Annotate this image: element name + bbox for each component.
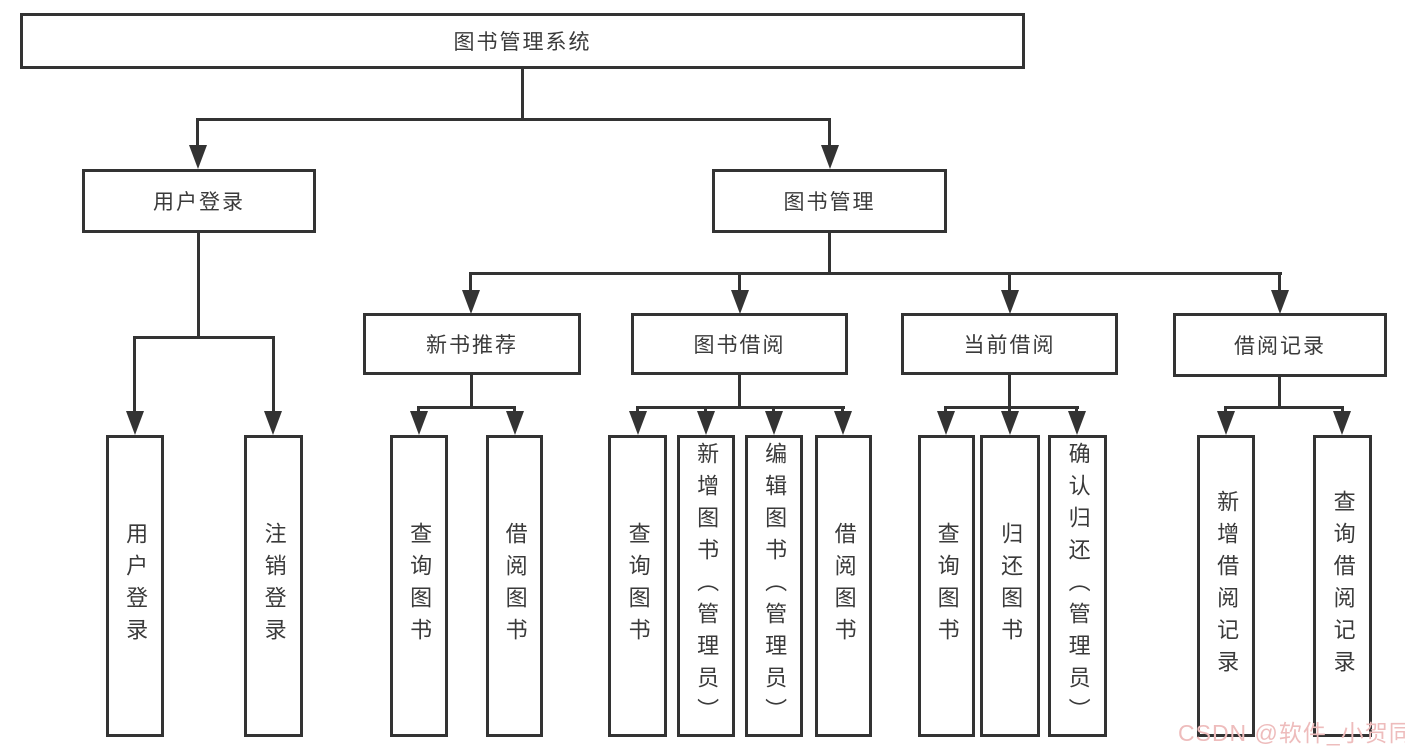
arrow-down-icon bbox=[821, 145, 839, 169]
connector-line bbox=[417, 406, 420, 414]
node-label: 确认归还（管理员） bbox=[1065, 442, 1091, 730]
node-leaf-edit-books-admin: 编辑图书（管理员） bbox=[745, 435, 803, 737]
node-label: 用户登录 bbox=[153, 191, 245, 214]
connector-line bbox=[1008, 406, 1011, 414]
node-leaf-borrow-books: 借阅图书 bbox=[815, 435, 872, 737]
arrow-down-icon bbox=[264, 411, 282, 435]
node-label: 用户登录 bbox=[123, 522, 149, 650]
node-label: 借阅图书 bbox=[502, 522, 528, 650]
node-label: 查询图书 bbox=[934, 522, 960, 650]
node-book-borrowing: 图书借阅 bbox=[631, 313, 848, 375]
arrow-down-icon bbox=[1001, 411, 1019, 435]
arrow-down-icon bbox=[765, 411, 783, 435]
node-leaf-return-books: 归还图书 bbox=[980, 435, 1040, 737]
node-leaf-query-books-current: 查询图书 bbox=[918, 435, 975, 737]
connector-line bbox=[417, 406, 516, 409]
node-leaf-confirm-return-admin: 确认归还（管理员） bbox=[1048, 435, 1107, 737]
node-leaf-query-books-recommend: 查询图书 bbox=[390, 435, 448, 737]
arrow-down-icon bbox=[629, 411, 647, 435]
arrow-down-icon bbox=[1271, 290, 1289, 314]
node-new-book-recommendation: 新书推荐 bbox=[363, 313, 581, 375]
connector-line bbox=[772, 406, 775, 414]
connector-line bbox=[1075, 406, 1078, 414]
node-label: 图书管理 bbox=[783, 191, 876, 214]
node-leaf-borrow-books-recommend: 借阅图书 bbox=[486, 435, 543, 737]
connector-line bbox=[469, 272, 1282, 275]
arrow-down-icon bbox=[506, 411, 524, 435]
connector-line bbox=[738, 375, 741, 406]
node-current-borrowing: 当前借阅 bbox=[901, 313, 1118, 375]
connector-line bbox=[828, 233, 831, 272]
connector-line bbox=[944, 406, 947, 414]
node-label: 归还图书 bbox=[998, 522, 1024, 650]
node-label: 新增图书（管理员） bbox=[694, 442, 720, 730]
node-label: 查询图书 bbox=[407, 522, 433, 650]
node-library-management-system: 图书管理系统 bbox=[20, 13, 1025, 69]
node-label: 图书管理系统 bbox=[453, 31, 592, 54]
connector-line bbox=[1278, 377, 1281, 406]
node-leaf-user-login: 用户登录 bbox=[106, 435, 164, 737]
connector-line bbox=[704, 406, 707, 414]
connector-line bbox=[513, 406, 516, 414]
arrow-down-icon bbox=[462, 290, 480, 314]
arrow-down-icon bbox=[834, 411, 852, 435]
connector-line bbox=[1341, 406, 1344, 414]
node-book-management-module: 图书管理 bbox=[712, 169, 947, 233]
node-leaf-logout: 注销登录 bbox=[244, 435, 303, 737]
connector-line bbox=[636, 406, 845, 409]
node-label: 注销登录 bbox=[261, 522, 287, 650]
node-leaf-add-books-admin: 新增图书（管理员） bbox=[677, 435, 735, 737]
connector-line bbox=[636, 406, 639, 414]
node-label: 新书推荐 bbox=[426, 334, 518, 357]
connector-line bbox=[1278, 272, 1281, 292]
connector-line bbox=[1008, 375, 1011, 406]
connector-line bbox=[1224, 406, 1227, 414]
arrow-down-icon bbox=[410, 411, 428, 435]
arrow-down-icon bbox=[937, 411, 955, 435]
node-user-login-module: 用户登录 bbox=[82, 169, 316, 233]
connector-line bbox=[133, 336, 275, 339]
connector-line bbox=[470, 375, 473, 406]
connector-line bbox=[1008, 272, 1011, 292]
node-leaf-query-borrow-record: 查询借阅记录 bbox=[1313, 435, 1372, 737]
node-label: 新增借阅记录 bbox=[1214, 490, 1240, 682]
arrow-down-icon bbox=[189, 145, 207, 169]
watermark: CSDN @软件_小贺同学 bbox=[1178, 720, 1405, 746]
connector-line bbox=[944, 406, 1079, 409]
node-label: 当前借阅 bbox=[963, 334, 1056, 357]
arrow-down-icon bbox=[1333, 411, 1351, 435]
connector-line bbox=[469, 272, 472, 292]
connector-line bbox=[197, 233, 200, 336]
connector-line bbox=[738, 272, 741, 292]
node-label: 查询图书 bbox=[625, 522, 651, 650]
connector-line bbox=[272, 336, 275, 413]
node-borrowing-records: 借阅记录 bbox=[1173, 313, 1387, 377]
arrow-down-icon bbox=[1001, 290, 1019, 314]
node-label: 图书借阅 bbox=[693, 334, 786, 357]
node-label: 借阅图书 bbox=[831, 522, 857, 650]
node-leaf-add-borrow-record: 新增借阅记录 bbox=[1197, 435, 1255, 737]
node-label: 查询借阅记录 bbox=[1330, 490, 1356, 682]
arrow-down-icon bbox=[1068, 411, 1086, 435]
node-label: 借阅记录 bbox=[1234, 335, 1326, 358]
arrow-down-icon bbox=[697, 411, 715, 435]
connector-line bbox=[521, 68, 524, 118]
connector-line bbox=[828, 118, 831, 149]
node-label: 编辑图书（管理员） bbox=[762, 442, 788, 730]
arrow-down-icon bbox=[1217, 411, 1235, 435]
connector-line bbox=[196, 118, 199, 149]
connector-line bbox=[1224, 406, 1344, 409]
node-leaf-query-books-borrowing: 查询图书 bbox=[608, 435, 667, 737]
connector-line bbox=[841, 406, 844, 414]
arrow-down-icon bbox=[126, 411, 144, 435]
connector-line bbox=[133, 336, 136, 413]
arrow-down-icon bbox=[731, 290, 749, 314]
connector-line bbox=[196, 118, 831, 121]
